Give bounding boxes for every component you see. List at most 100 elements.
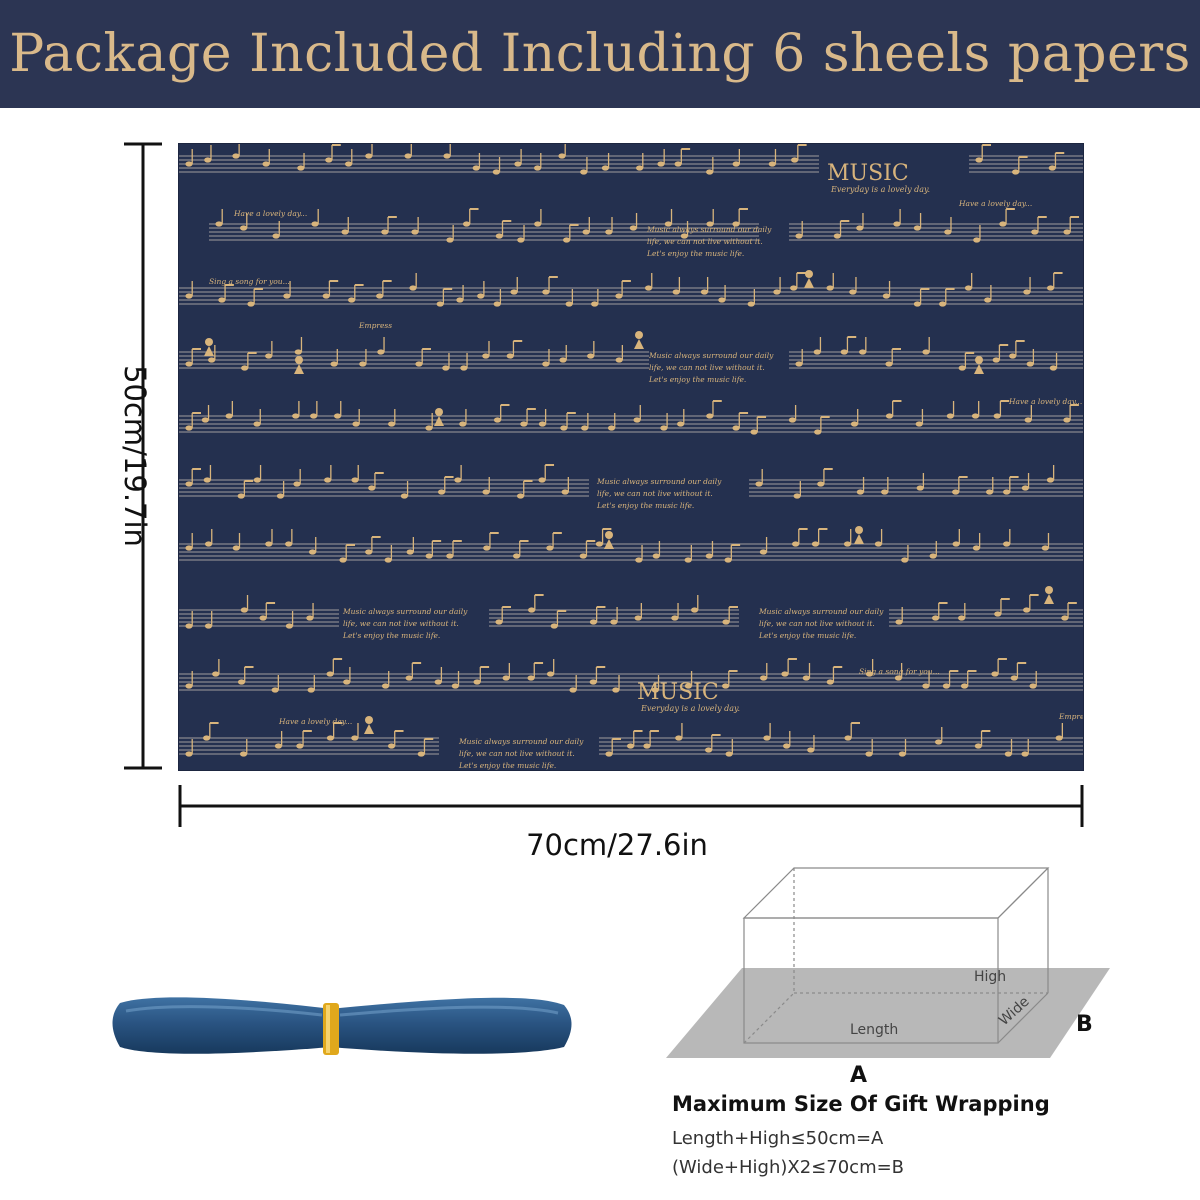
music-note [793,493,801,499]
music-note [325,157,333,163]
music-note [285,623,293,629]
music-note [534,221,542,227]
music-note [215,221,223,227]
music-note [204,623,213,629]
pattern-phrase: Have a lovely day... [1008,397,1082,406]
music-note [826,679,834,685]
pattern-phrase: life, we can not live without it. [649,363,765,372]
music-note [859,349,867,355]
figure-silhouette-body [364,724,374,734]
music-note [560,425,568,431]
music-note [1046,477,1055,483]
music-note [844,735,852,741]
music-note [763,735,771,741]
point-b-label: B [1076,1012,1093,1037]
music-note [684,683,692,689]
music-note [527,675,535,681]
music-note [459,421,467,427]
music-note [856,489,864,495]
music-note [333,413,342,419]
music-note [443,153,451,159]
music-note [381,229,389,235]
music-note [635,557,643,563]
music-note [626,743,635,749]
music-note [991,671,999,677]
music-note [922,349,930,355]
music-note [1021,751,1029,757]
music-note [185,545,193,551]
banner-title: Package Included Including 6 sheels pape… [9,24,1191,84]
figure-silhouette [435,408,443,416]
pattern-phrase: Have a lovely day... [233,209,307,218]
music-note [405,675,413,681]
music-note [718,297,726,303]
music-note [293,481,301,487]
music-note [706,221,714,227]
music-note [958,615,966,621]
info-line-length-high: Length+High≤50cm=A [672,1128,884,1149]
music-note [330,361,338,367]
music-note [482,353,490,359]
music-note [942,683,950,689]
music-note [185,293,193,299]
music-note [472,165,480,171]
music-note [310,413,318,419]
music-note [895,619,903,625]
music-note [660,425,668,431]
height-dimension-line [124,142,162,770]
music-note [339,557,347,563]
music-note [706,169,714,175]
music-note [225,413,233,419]
music-note [232,153,240,159]
pattern-phrase: Let's enjoy the music life. [758,631,856,640]
music-note [436,301,444,307]
music-note [203,477,211,483]
music-note [400,493,408,499]
music-note [893,221,901,227]
music-note [237,679,246,685]
figure-silhouette [295,356,303,364]
music-note [595,541,603,547]
music-note [1010,675,1018,681]
music-note [807,747,815,753]
music-note [781,671,789,677]
music-note [615,357,623,363]
pattern-phrase: Music always surround our daily [758,607,884,616]
music-note [885,413,894,419]
music-note [326,735,335,741]
music-note [826,285,834,291]
music-note [239,751,248,757]
music-note [347,297,356,303]
music-note [351,477,359,483]
music-note [975,157,983,163]
music-note [582,229,590,235]
music-note [1029,683,1037,689]
music-note [276,493,285,499]
music-note [285,541,293,547]
info-title: Maximum Size Of Gift Wrapping [672,1092,1050,1116]
music-note [384,557,392,563]
music-note [516,493,525,499]
music-note [483,545,491,551]
music-note [495,233,503,239]
figure-silhouette-body [604,539,614,549]
music-note [865,751,873,757]
music-note [690,607,699,613]
music-note [326,671,334,677]
music-note [958,365,966,371]
music-note [296,743,304,749]
music-note [1049,365,1057,371]
music-note [849,289,857,295]
music-note [274,743,283,749]
music-note [610,619,618,625]
music-note [811,541,820,547]
music-note [569,687,577,693]
music-note [706,413,714,419]
width-dimension-line [178,785,1084,827]
figure-silhouette [205,338,213,346]
music-note [456,297,464,303]
music-note [788,417,797,423]
music-note [1003,541,1011,547]
music-note [437,489,446,495]
